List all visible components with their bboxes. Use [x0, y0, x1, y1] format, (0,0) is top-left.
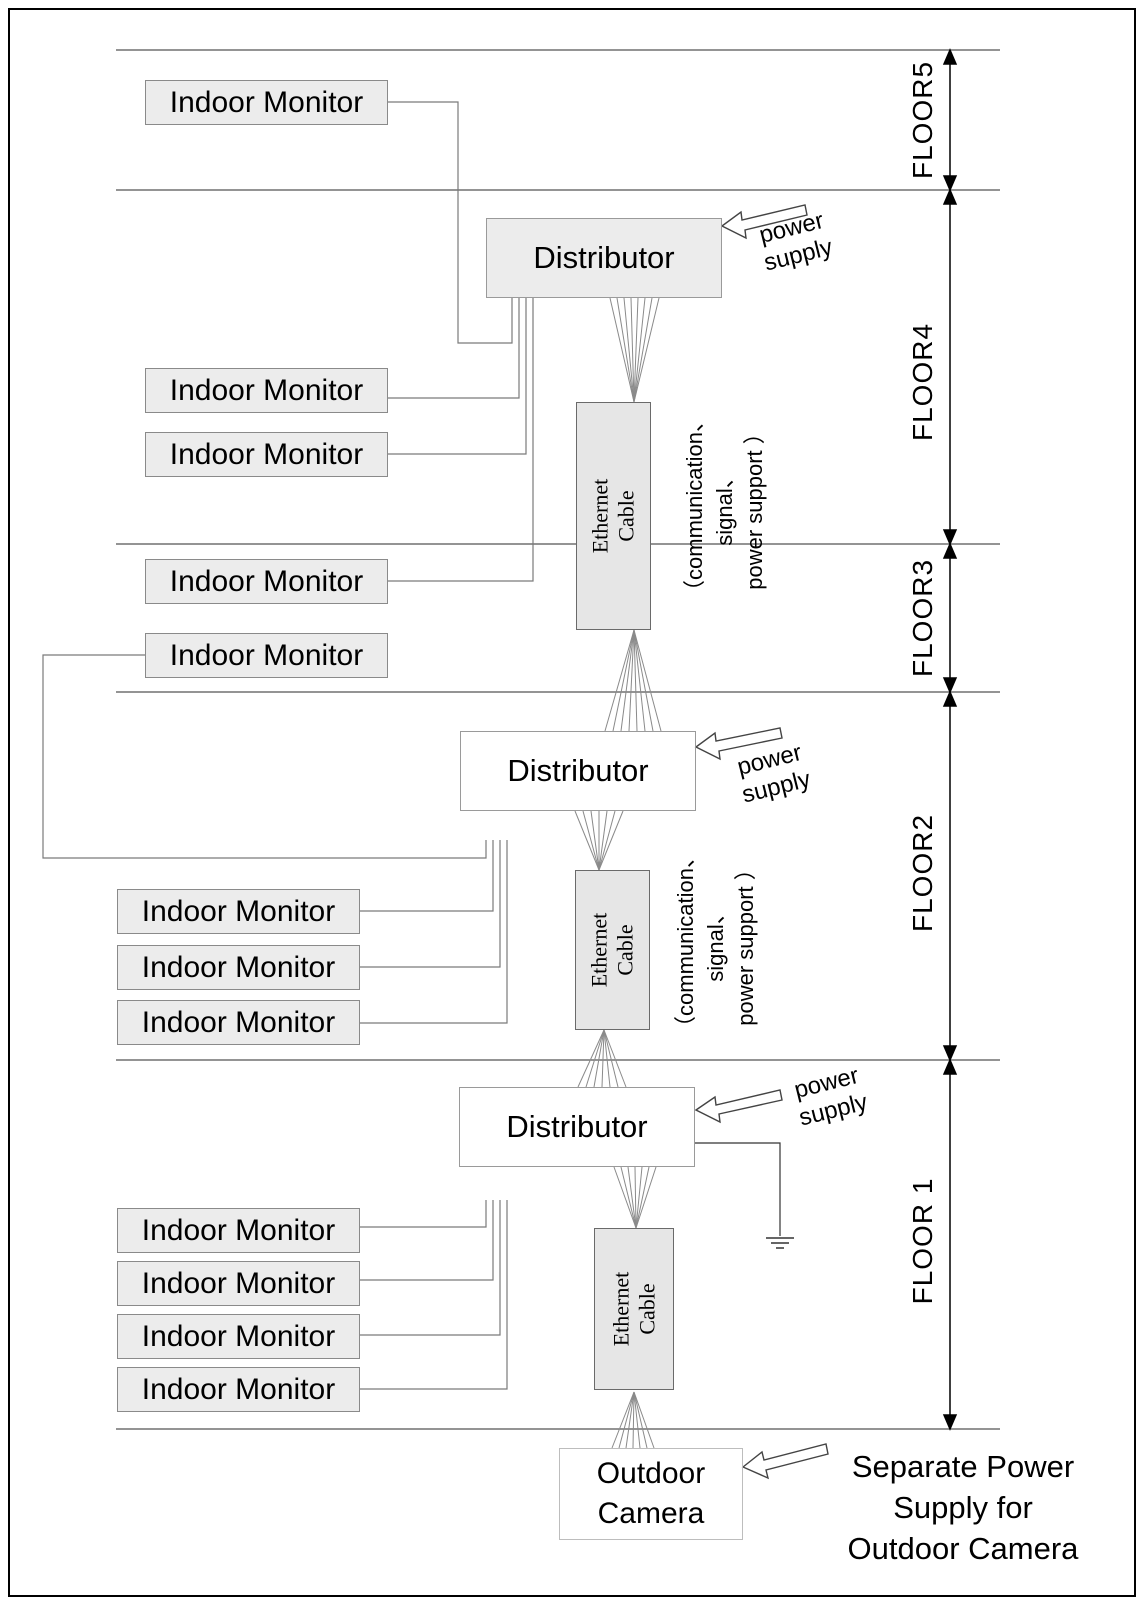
- indoor-monitor-floor2-a: Indoor Monitor: [117, 889, 360, 934]
- ground-symbol: [766, 1237, 794, 1249]
- diagram-frame: [8, 8, 1136, 1597]
- separate-power-label: Separate Power Supply for Outdoor Camera: [847, 1449, 1079, 1566]
- floor-label-2: FLOOR2: [907, 813, 938, 933]
- monitor-wiring: [42, 101, 781, 1390]
- ethernet-cable-label: Ethernet Cable: [608, 1271, 659, 1347]
- cable-note-floor4: （communication、 signal、 power support ）: [682, 410, 767, 602]
- indoor-monitor-label: Indoor Monitor: [141, 1213, 336, 1247]
- floor-dimension-arrows: [942, 48, 958, 1431]
- cable-note-floor2: （communication、 signal、 power support ）: [673, 846, 758, 1038]
- floor-label-5: FLOOR5: [907, 60, 938, 180]
- distributor-floor2: Distributor: [460, 731, 696, 811]
- indoor-monitor-floor1-d: Indoor Monitor: [117, 1367, 360, 1412]
- indoor-monitor-label: Indoor Monitor: [169, 437, 364, 471]
- power-arrow-floor1: [694, 1089, 783, 1124]
- ethernet-cable-floor4: Ethernet Cable: [576, 402, 651, 630]
- indoor-monitor-floor2-c: Indoor Monitor: [117, 1000, 360, 1045]
- indoor-monitor-label: Indoor Monitor: [169, 85, 364, 119]
- power-arrow-floor4: [720, 204, 808, 240]
- floor-label-3: FLOOR3: [907, 558, 938, 678]
- power-arrow-camera: [741, 1443, 829, 1480]
- ethernet-cable-label: Ethernet Cable: [587, 478, 639, 554]
- indoor-monitor-label: Indoor Monitor: [141, 1319, 336, 1353]
- indoor-monitor-floor1-b: Indoor Monitor: [117, 1261, 360, 1306]
- outdoor-camera: Outdoor Camera: [559, 1448, 743, 1540]
- floor-separators: [116, 49, 1000, 1430]
- indoor-monitor-floor3-b: Indoor Monitor: [145, 633, 388, 678]
- power-arrows: [694, 204, 829, 1480]
- indoor-monitor-label: Indoor Monitor: [141, 894, 336, 928]
- indoor-monitor-label: Indoor Monitor: [169, 638, 364, 672]
- cable-fans: [574, 297, 662, 1449]
- ethernet-cable-label: Ethernet Cable: [586, 912, 638, 988]
- power-arrow-floor2: [694, 727, 783, 761]
- distributor-label: Distributor: [507, 753, 649, 788]
- floor-label-4: FLOOR4: [907, 322, 938, 442]
- indoor-monitor-label: Indoor Monitor: [169, 373, 364, 407]
- distributor-label: Distributor: [533, 240, 675, 275]
- floor-label-1: FLOOR 1: [907, 1177, 938, 1305]
- indoor-monitor-label: Indoor Monitor: [141, 1266, 336, 1300]
- ethernet-cable-floor1: Ethernet Cable: [594, 1228, 674, 1390]
- indoor-monitor-floor4-b: Indoor Monitor: [145, 432, 388, 477]
- distributor-floor1: Distributor: [459, 1087, 695, 1167]
- distributor-label: Distributor: [506, 1109, 648, 1144]
- indoor-monitor-label: Indoor Monitor: [141, 1372, 336, 1406]
- indoor-monitor-floor3-a: Indoor Monitor: [145, 559, 388, 604]
- outdoor-camera-label: Outdoor Camera: [596, 1457, 706, 1530]
- distributor-floor4: Distributor: [486, 218, 722, 298]
- indoor-monitor-label: Indoor Monitor: [141, 950, 336, 984]
- indoor-monitor-floor1-c: Indoor Monitor: [117, 1314, 360, 1359]
- indoor-monitor-label: Indoor Monitor: [141, 1005, 336, 1039]
- indoor-monitor-floor1-a: Indoor Monitor: [117, 1208, 360, 1253]
- ethernet-cable-floor2: Ethernet Cable: [575, 870, 650, 1030]
- indoor-monitor-floor2-b: Indoor Monitor: [117, 945, 360, 990]
- indoor-monitor-floor4-a: Indoor Monitor: [145, 368, 388, 413]
- indoor-monitor-label: Indoor Monitor: [169, 564, 364, 598]
- indoor-monitor-floor5: Indoor Monitor: [145, 80, 388, 125]
